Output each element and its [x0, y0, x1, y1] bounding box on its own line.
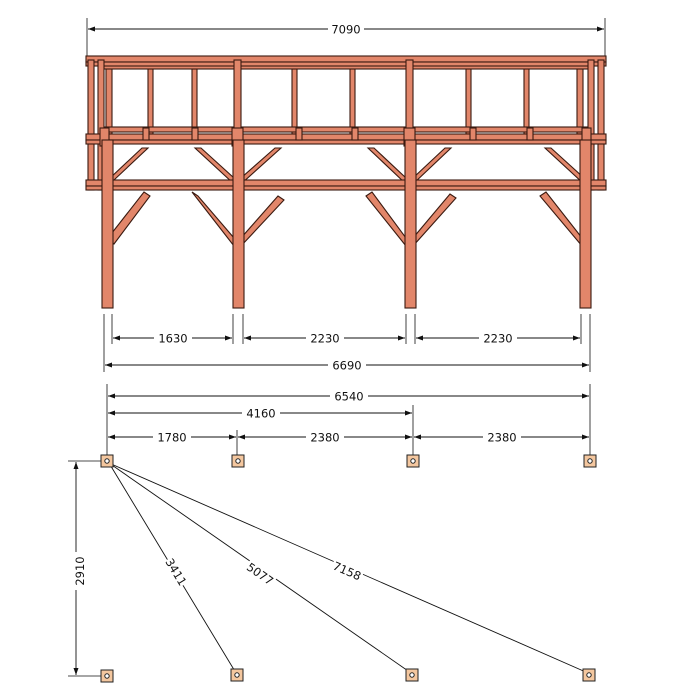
plan-spacing-3: 2380 [487, 431, 516, 445]
elevation-view: 7090 [85, 18, 607, 373]
post-span-total-label: 6690 [332, 359, 361, 373]
main-posts [101, 139, 592, 309]
footing-front-1 [100, 454, 114, 468]
footing-back-3 [405, 668, 419, 682]
plan-depth-dimension: 2910 [68, 460, 102, 677]
overall-width-label: 7090 [331, 23, 360, 37]
post-2 [232, 139, 245, 309]
plan-view: 6540 4160 1780 2380 2380 2910 [68, 384, 597, 683]
plan-spacing-2: 2380 [310, 431, 339, 445]
plan-partial-width-label: 4160 [246, 407, 275, 421]
post-4 [579, 139, 592, 309]
plan-total-width-label: 6540 [334, 390, 363, 404]
plan-width-dimensions: 6540 4160 1780 2380 2380 [106, 384, 591, 456]
lower-braces [107, 191, 583, 248]
footing-back-1 [100, 669, 114, 683]
diagonal-1-label: 3411 [162, 556, 189, 588]
footing-back-4 [582, 668, 596, 682]
diagonal-3-label: 7158 [331, 559, 363, 584]
overall-width-dimension: 7090 [86, 18, 606, 60]
plan-diagonals: 3411 5077 7158 [108, 462, 589, 674]
footing-front-4 [583, 454, 597, 468]
rear-frame [99, 57, 591, 135]
top-beams [85, 55, 607, 67]
upper-braces [106, 147, 585, 186]
post-spacing-1: 1630 [158, 332, 187, 346]
post-spacing-dimension: 1630 2230 2230 6690 [103, 314, 591, 373]
post-3 [404, 139, 417, 309]
post-spacing-2: 2230 [310, 332, 339, 346]
footings [100, 454, 597, 683]
plan-spacing-1: 1780 [157, 431, 186, 445]
top-rail [85, 55, 607, 63]
footing-back-2 [230, 668, 244, 682]
footing-front-3 [406, 454, 420, 468]
plan-depth-label: 2910 [73, 556, 87, 585]
post-1 [101, 139, 114, 309]
lower-beam [85, 179, 607, 191]
post-spacing-3: 2230 [483, 332, 512, 346]
footing-front-2 [231, 454, 245, 468]
